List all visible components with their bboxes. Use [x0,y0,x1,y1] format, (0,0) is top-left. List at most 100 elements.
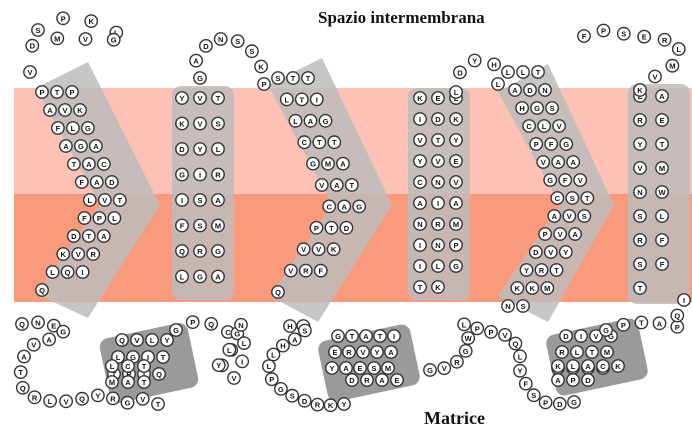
residue-letter: C [600,362,606,371]
residue-letter: R [197,247,203,256]
residue-letter: L [542,122,547,131]
residue-letter: Y [216,361,221,370]
residue-letter: Y [374,348,379,357]
residue-letter: R [364,376,370,385]
residue-letter: V [417,136,422,145]
residue-letter: K [60,250,66,259]
residue-letter: R [32,393,38,402]
residue-letter: M [325,160,331,169]
residue-letter: K [258,63,264,72]
residue-letter: S [531,391,536,400]
residue-letter: T [350,332,355,341]
residue-letter: E [332,348,337,357]
residue-letter: A [341,202,347,211]
residue-letter: S [520,302,525,311]
residue-letter: A [47,106,53,115]
residue-letter: T [554,266,559,275]
residue-letter: P [488,328,493,337]
residue-letter: Y [329,364,334,373]
residue-letter: N [238,321,243,330]
residue-letter: F [82,214,87,223]
residue-letter: Y [417,157,422,166]
residue-letter: G [179,171,185,180]
residue-letter: T [639,319,644,328]
residue-letter: N [542,86,547,95]
residue-letter: A [215,273,221,282]
loop-top-4-segment: LDYHL [450,54,504,98]
tm1-helix-shade [36,62,160,318]
residue-letter: T [18,368,23,377]
residue-letter: S [249,47,254,56]
residue-letter: G [571,398,577,407]
residue-letter: G [125,399,131,408]
residue-letter: L [88,196,93,205]
residue-letter: Y [197,145,202,154]
residue-letter: N [637,188,642,197]
residue-letter: A [552,212,558,221]
residue-letter: V [316,245,321,254]
residue-letter: Q [65,268,71,277]
residue-letter: Y [472,57,477,66]
residue-letter: Q [208,320,214,329]
residue-letter: F [582,32,587,41]
residue-letter: G [60,328,66,337]
residue-letter: D [457,68,463,77]
residue-letter: L [518,352,523,361]
residue-letter: S [197,222,202,231]
residue-letter: T [536,68,541,77]
residue-letter: S [582,212,587,221]
residue-letter: D [435,115,441,124]
residue-letter: A [334,181,340,190]
residue-letter: G [323,117,329,126]
residue-letter: S [371,364,376,373]
residue-letter: T [590,348,595,357]
residue-letter: T [161,353,166,362]
residue-letter: L [50,268,55,277]
residue-letter: R [215,171,221,180]
residue-letter: H [519,104,524,113]
residue-letter: P [39,88,44,97]
residue-letter: I [437,199,439,208]
residue-letter: C [302,138,308,147]
residue-letter: I [241,357,243,366]
residue-letter: G [356,202,362,211]
residue-letter: S [275,74,280,83]
residue-letter: A [657,319,663,328]
residue-letter: C [101,160,107,169]
residue-letter: L [454,88,459,97]
residue-letter: Y [179,94,184,103]
residue-letter: R [110,394,116,403]
residue-letter: I [393,332,395,341]
residue-letter: A [125,378,131,387]
residue-letter: E [453,157,458,166]
n-term-loop-segment: SPKLGVMDV [24,12,123,78]
residue-letter: E [642,33,647,42]
residue-letter: T [332,138,337,147]
residue-letter: N [35,318,40,327]
residue-letter: R [435,220,441,229]
residue-letter: I [199,171,201,180]
residue-letter: S [570,194,575,203]
residue-letter: Q [275,288,281,297]
residue-letter: L [110,362,115,371]
residue-letter: H [280,342,285,351]
residue-letter: T [378,332,383,341]
residue-letter: L [575,348,580,357]
residue-letter: G [111,36,117,45]
residue-letter: P [675,323,680,332]
residue-letter: D [71,232,77,241]
residue-letter: V [453,178,458,187]
residue-letter: M [109,378,115,387]
residue-letter: A [417,199,423,208]
residue-letter: A [572,230,578,239]
residue-letter: C [326,202,332,211]
residue-letter: P [261,80,266,89]
residue-letter: T [55,88,60,97]
residue-letter: A [101,232,107,241]
residue-letter: D [203,42,209,51]
residue-letter: Q [512,340,518,349]
residue-letter: I [419,115,421,124]
residue-letter: I [181,196,183,205]
residue-letter: N [435,178,440,187]
